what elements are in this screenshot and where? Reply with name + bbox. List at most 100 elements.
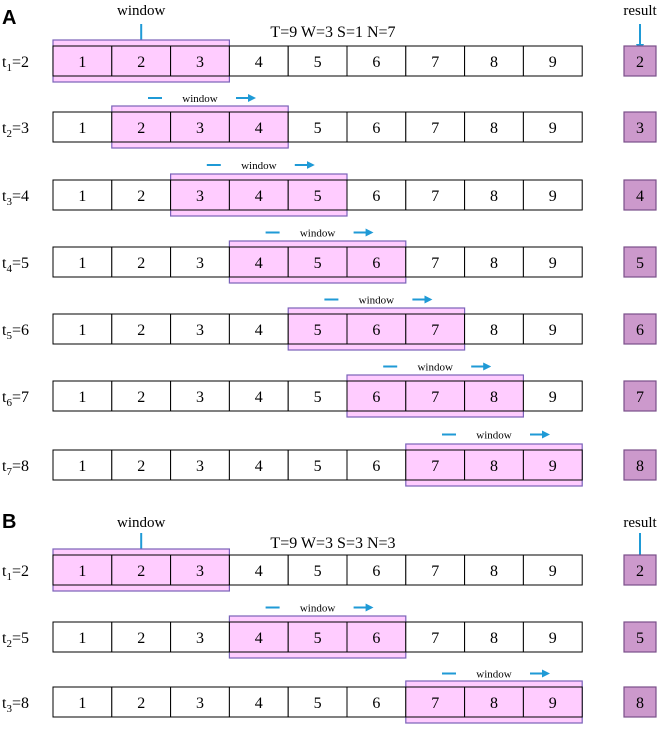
cell-value: 7 bbox=[431, 322, 439, 339]
cell-value: 5 bbox=[314, 255, 322, 272]
result-label: result bbox=[623, 3, 657, 19]
sequence-cell bbox=[52, 686, 113, 718]
cell-value: 2 bbox=[137, 458, 145, 475]
sequence-cell bbox=[522, 449, 583, 481]
cell-value: 4 bbox=[255, 563, 263, 580]
sequence-cell bbox=[405, 686, 466, 718]
parameters-label: T=9 W=3 S=1 N=7 bbox=[270, 24, 395, 41]
cell-value: 1 bbox=[78, 188, 86, 205]
sequence-cell bbox=[346, 45, 407, 77]
time-step-label: t3=4 bbox=[2, 188, 29, 208]
sequence-cell bbox=[464, 313, 524, 345]
cell-value: 5 bbox=[314, 188, 322, 205]
time-step-label: t1=2 bbox=[2, 54, 29, 74]
sequence-cell bbox=[170, 380, 230, 412]
cell-value: 3 bbox=[196, 695, 204, 712]
cell-value: 8 bbox=[490, 389, 498, 406]
result-box bbox=[623, 380, 657, 412]
sequence-cell bbox=[111, 449, 172, 481]
sequence-cell bbox=[170, 45, 230, 77]
parameters-label: T=9 W=3 S=3 N=3 bbox=[270, 535, 395, 552]
cell-value: 5 bbox=[314, 322, 322, 339]
sequence-cell bbox=[405, 449, 466, 481]
cell-value: 5 bbox=[314, 630, 322, 647]
cell-value: 3 bbox=[196, 255, 204, 272]
sequence-cell bbox=[287, 111, 348, 143]
cell-value: 6 bbox=[372, 322, 380, 339]
result-value: 8 bbox=[636, 695, 644, 712]
sequence-cell bbox=[228, 246, 289, 278]
sequence-cell bbox=[287, 246, 348, 278]
sequence-cell bbox=[346, 246, 407, 278]
sequence-cell bbox=[405, 179, 466, 211]
slide-annotation: window bbox=[206, 160, 315, 172]
panel-letter: A bbox=[2, 7, 16, 29]
result-box bbox=[623, 686, 657, 718]
slide-window-label: window bbox=[417, 362, 453, 374]
sequence-cell bbox=[228, 621, 289, 653]
cell-value: 5 bbox=[314, 458, 322, 475]
sequence-cell bbox=[170, 179, 230, 211]
cell-value: 6 bbox=[372, 188, 380, 205]
sequence-cell bbox=[228, 449, 289, 481]
cell-value: 4 bbox=[255, 188, 263, 205]
cell-value: 8 bbox=[490, 458, 498, 475]
slide-annotation: window bbox=[324, 295, 433, 307]
slide-window-label: window bbox=[241, 160, 277, 172]
sequence-cell bbox=[522, 45, 583, 77]
sequence-cell bbox=[52, 45, 113, 77]
result-label: result bbox=[623, 515, 657, 531]
time-step-label: t2=3 bbox=[2, 120, 29, 140]
result-box bbox=[623, 246, 657, 278]
cell-value: 8 bbox=[490, 120, 498, 137]
sequence-cell bbox=[464, 179, 524, 211]
sequence-cell bbox=[228, 686, 289, 718]
sequence-cell bbox=[346, 313, 407, 345]
sequence-cell bbox=[464, 449, 524, 481]
cell-value: 1 bbox=[78, 54, 86, 71]
cell-value: 6 bbox=[372, 255, 380, 272]
cell-value: 9 bbox=[549, 54, 557, 71]
sequence-cell bbox=[170, 111, 230, 143]
cell-value: 7 bbox=[431, 389, 439, 406]
result-box bbox=[623, 313, 657, 345]
result-box bbox=[623, 179, 657, 211]
cell-value: 7 bbox=[431, 188, 439, 205]
sequence-cell bbox=[522, 179, 583, 211]
cell-value: 9 bbox=[549, 120, 557, 137]
sequence-cell bbox=[464, 621, 524, 653]
cell-value: 7 bbox=[431, 458, 439, 475]
time-step-label: t5=6 bbox=[2, 322, 29, 342]
sequence-cell bbox=[287, 554, 348, 586]
cell-value: 9 bbox=[549, 389, 557, 406]
sequence-cell bbox=[52, 380, 113, 412]
sequence-cell bbox=[346, 686, 407, 718]
result-value: 6 bbox=[636, 322, 644, 339]
sequence-cell bbox=[522, 313, 583, 345]
cell-value: 4 bbox=[255, 389, 263, 406]
cell-value: 3 bbox=[196, 389, 204, 406]
cell-value: 4 bbox=[255, 695, 263, 712]
cell-value: 8 bbox=[490, 322, 498, 339]
sequence-cell bbox=[287, 45, 348, 77]
cell-value: 2 bbox=[137, 120, 145, 137]
slide-annotation: window bbox=[148, 93, 256, 105]
time-step-label: t6=7 bbox=[2, 389, 29, 409]
sequence-cell bbox=[405, 313, 466, 345]
cell-value: 6 bbox=[372, 54, 380, 71]
cell-value: 8 bbox=[490, 630, 498, 647]
result-box bbox=[623, 621, 657, 653]
sequence-cell bbox=[346, 449, 407, 481]
sequence-cell bbox=[228, 380, 289, 412]
sequence-cell bbox=[405, 45, 466, 77]
slide-annotation: window bbox=[383, 362, 492, 374]
